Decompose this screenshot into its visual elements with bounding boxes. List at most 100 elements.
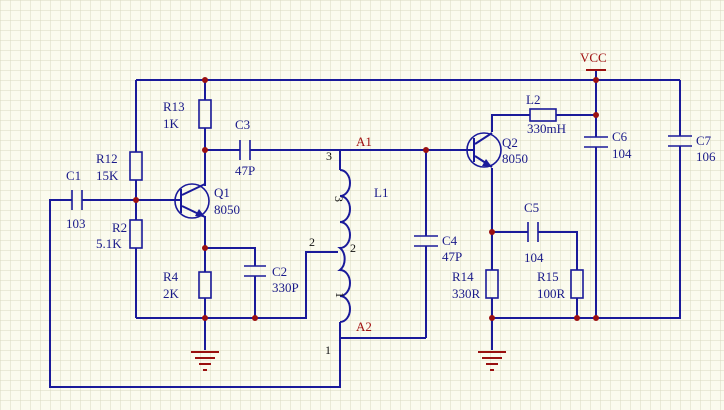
capacitor-plates [71,190,83,210]
capacitor-c1: C1 103 [66,168,86,231]
junction [489,315,495,321]
c5-ref: C5 [524,200,539,215]
c4-value: 47P [442,249,462,264]
q2-ref: Q2 [502,135,518,150]
q1-value: 8050 [214,202,240,217]
junction [593,112,599,118]
transistor-q2: Q2 8050 [466,132,528,168]
r13-value: 1K [163,116,180,131]
wire-c7-bottom [492,146,681,319]
c3-value: 47P [235,163,255,178]
c5-value: 104 [524,250,544,265]
ground-symbol-q2 [478,351,506,371]
junction [202,77,208,83]
c2-ref: C2 [272,264,287,279]
capacitor-plates [244,265,266,277]
junction [202,245,208,251]
inductor-body [529,108,557,122]
resistor-r13: R13 1K [163,99,212,131]
capacitor-c4: C4 47P [414,233,462,264]
capacitor-plates [414,235,438,247]
emitter-arrow [482,159,492,167]
l1-ref: L1 [374,185,388,200]
ground-symbol-q1 [191,351,219,371]
r14-ref: R14 [452,269,474,284]
r4-value: 2K [163,286,180,301]
c1-ref: C1 [66,168,81,183]
resistor-body [129,219,143,249]
resistor-body [570,269,584,299]
net-label-vcc: VCC [580,50,607,65]
resistor-r15: R15 100R [537,269,584,301]
c6-ref: C6 [612,129,628,144]
r15-ref: R15 [537,269,559,284]
inductor-l2: L2 330mH [526,92,566,136]
resistor-body [198,99,212,129]
ground-lines [478,351,506,371]
transistor-circle [466,132,502,168]
l2-ref: L2 [526,92,540,107]
net-label-a2: A2 [356,319,372,334]
r12-ref: R12 [96,151,118,166]
junctions [133,77,599,321]
capacitor-c6: C6 104 [584,129,632,161]
net-label-a1: A1 [356,134,372,149]
q2-value: 8050 [502,151,528,166]
capacitor-plates [584,136,608,148]
r4-ref: R4 [163,269,179,284]
vcc-symbol: VCC [580,50,607,71]
capacitor-c5: C5 104 [524,200,544,265]
transistor-collector [181,183,206,196]
coil-windings [337,169,351,323]
junction [593,77,599,83]
q1-ref: Q1 [214,185,230,200]
c1-value: 103 [66,216,86,231]
c7-ref: C7 [696,133,712,148]
l1-pin2-label: 2 [309,235,315,249]
wire-c5-right [538,231,578,270]
junction [574,315,580,321]
c4-ref: C4 [442,233,458,248]
wire-c1-loop [49,199,341,388]
transistor-collector [474,132,493,145]
transistor-q1: Q1 8050 [168,183,240,219]
r2-ref: R2 [112,220,127,235]
wire-l1-bottom [339,322,426,339]
c7-value: 106 [696,149,716,164]
resistor-r12: R12 15K [96,151,143,183]
capacitor-plates [239,140,251,160]
r2-value: 5.1K [96,236,122,251]
resistor-r2: R2 5.1K [96,219,143,251]
inductor-l1: L1 3 2 1 3 2 1 [309,149,388,357]
l1-pin1-label: 1 [325,343,331,357]
coil-label-1: 1 [333,292,347,298]
capacitor-plates [527,222,539,242]
coil-label-2: 2 [350,241,356,255]
c2-value: 330P [272,280,299,295]
junction [202,147,208,153]
capacitor-c2: C2 330P [244,264,299,295]
c3-ref: C3 [235,117,250,132]
resistor-r4: R4 2K [163,269,212,301]
wires [49,70,681,388]
r13-ref: R13 [163,99,185,114]
l2-value: 330mH [527,121,566,136]
wire-q2-collector [491,114,530,132]
capacitor-c7: C7 106 [668,133,716,164]
r12-value: 15K [96,168,119,183]
wire-c2-top [205,247,256,266]
l1-pin3-label: 3 [326,149,332,163]
resistor-body [485,269,499,299]
resistor-body [129,151,143,181]
resistor-r14: R14 330R [452,269,499,301]
emitter-arrow [195,209,205,217]
junction [489,229,495,235]
junction [252,315,258,321]
capacitor-plates [668,135,692,147]
junction [202,315,208,321]
coil-label-3: 3 [332,196,346,202]
capacitor-c3: C3 47P [235,117,255,178]
